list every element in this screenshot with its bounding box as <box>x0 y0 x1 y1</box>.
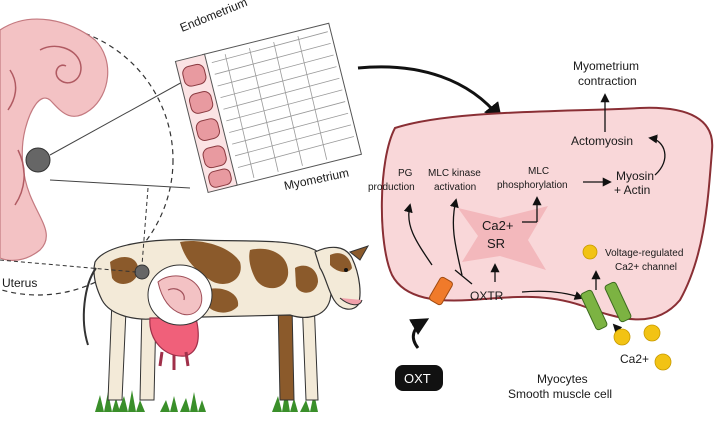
oxt-hormone: OXT <box>395 318 443 391</box>
zoom-arrow <box>357 65 503 121</box>
actin-label: + Actin <box>614 183 650 197</box>
smooth-muscle-label: Smooth muscle cell <box>508 387 612 401</box>
calcium-ions <box>582 244 672 371</box>
pg-label-2: production <box>368 182 415 193</box>
uterus-fold-2 <box>7 69 25 206</box>
voltage-label-2: Ca2+ channel <box>615 262 677 273</box>
actomyosin-label: Actomyosin <box>571 134 633 148</box>
sr-label: SR <box>487 236 505 251</box>
mlc-kinase-label-1: MLC kinase <box>428 168 481 179</box>
ca-channel-left <box>580 289 608 331</box>
cow-illustration <box>0 187 370 412</box>
tissue-block <box>174 22 363 194</box>
voltage-label-1: Voltage-regulated <box>605 248 683 259</box>
uterus-fold <box>39 45 82 84</box>
myocytes-label: Myocytes <box>537 372 588 386</box>
magnified-point <box>25 147 51 173</box>
myocyte-cell: Ca2+ SR Myometrium contraction Actomyosi… <box>368 59 714 371</box>
zoom-line-top <box>49 74 196 156</box>
endometrial-glands <box>182 63 232 188</box>
pathway-arrows <box>403 93 666 341</box>
endometrium-label: Endometrium <box>178 0 249 35</box>
ca-channel-right <box>604 281 632 323</box>
cow-uterus-point <box>134 264 150 280</box>
uterus-closeup: Uterus <box>0 18 196 296</box>
cell-membrane <box>380 106 714 321</box>
oxt-badge <box>395 365 443 391</box>
zoom-circle <box>0 24 174 296</box>
uterus-tissue <box>0 18 109 261</box>
cow-spots <box>110 240 318 313</box>
myosin-label: Myosin <box>616 169 654 183</box>
oxtr-receptor <box>429 276 453 306</box>
mlc-phos-label-2: phosphorylation <box>497 180 568 191</box>
mlc-phos-label-1: MLC <box>528 166 549 177</box>
pg-label-1: PG <box>398 168 413 179</box>
contraction-label-2: contraction <box>578 74 637 88</box>
oxt-label: OXT <box>404 371 431 386</box>
cow-udder <box>149 317 199 357</box>
contraction-label-1: Myometrium <box>573 59 639 73</box>
mlc-kinase-label-2: activation <box>434 182 476 193</box>
oxtr-label: OXTR <box>470 289 504 303</box>
uterus-label: Uterus <box>2 276 37 290</box>
muscle-fibers <box>211 31 355 178</box>
ca2-sr-label: Ca2+ <box>482 218 513 233</box>
zoom-line-bottom <box>49 179 191 189</box>
ca2-out-label: Ca2+ <box>620 352 649 366</box>
